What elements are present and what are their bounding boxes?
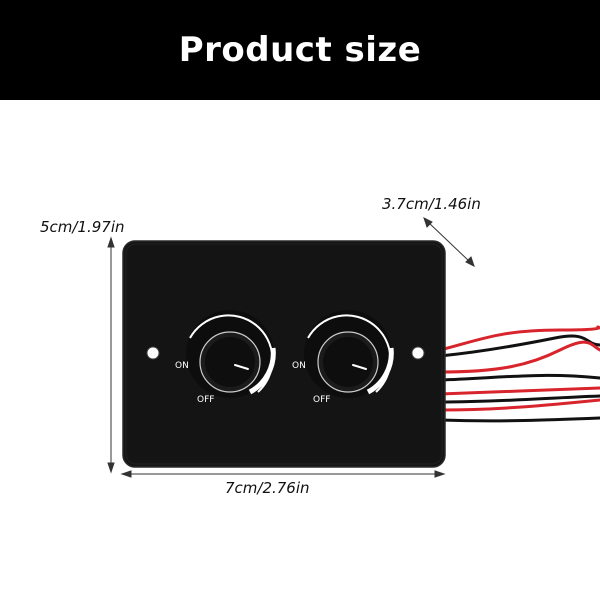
- knob-2-on-label: ON: [292, 361, 306, 371]
- width-arrow: [120, 470, 446, 478]
- knob-1-off-label: OFF: [197, 395, 214, 405]
- banner-title: Product size: [178, 30, 422, 70]
- title-banner: Product size: [0, 0, 600, 100]
- depth-arrow: [423, 217, 475, 267]
- control-panel: [122, 240, 446, 468]
- height-arrow: [107, 236, 115, 474]
- depth-dimension-label: 3.7cm/1.46in: [382, 195, 481, 213]
- width-dimension-label: 7cm/2.76in: [225, 479, 310, 497]
- knob-2[interactable]: [304, 310, 394, 398]
- height-dimension-label: 5cm/1.97in: [40, 218, 125, 236]
- knob-1-on-label: ON: [175, 361, 189, 371]
- mounting-hole-left: [146, 346, 160, 360]
- mounting-hole-right: [411, 346, 425, 360]
- knob-1[interactable]: [186, 310, 276, 398]
- knob-2-off-label: OFF: [313, 395, 330, 405]
- wires: [438, 325, 600, 423]
